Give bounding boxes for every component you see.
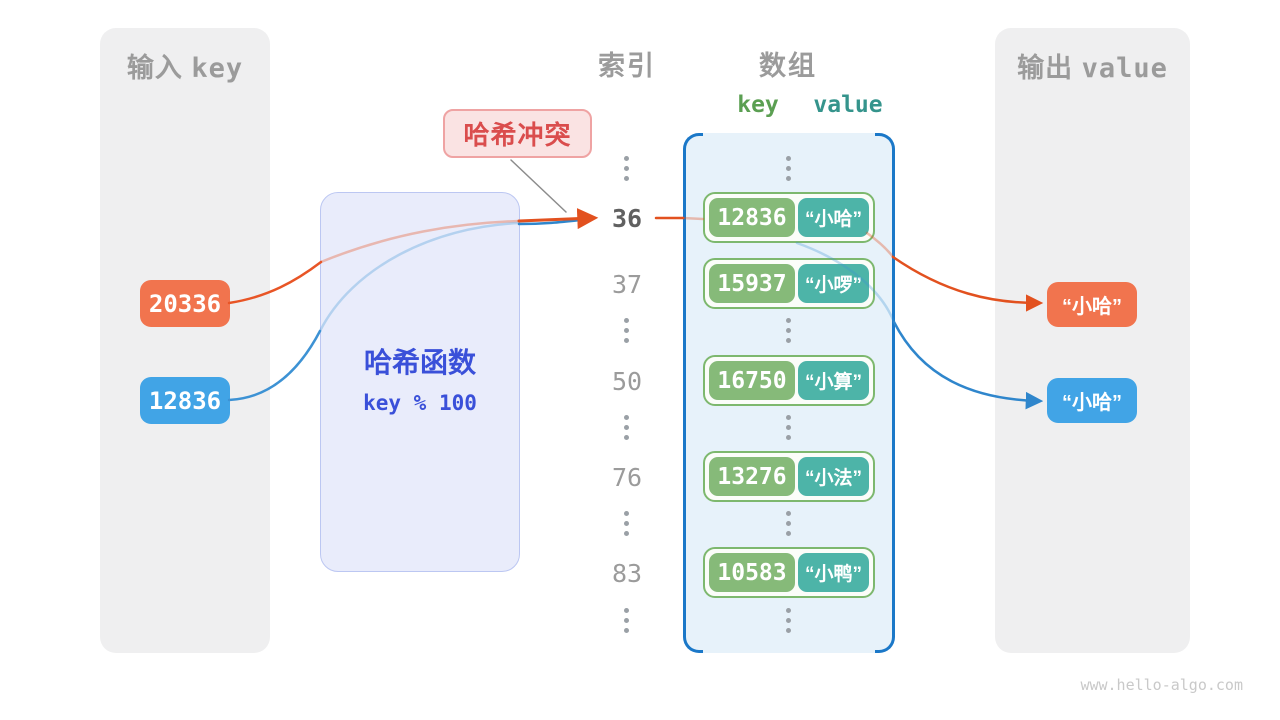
array-row-value: “小哈” (798, 198, 869, 237)
watermark: www.hello-algo.com (1080, 676, 1243, 694)
output-title-zh: 输出 (1017, 53, 1074, 83)
index-36: 36 (611, 204, 643, 233)
index-ellipsis-icon (624, 415, 629, 420)
index-37: 37 (611, 270, 643, 299)
index-83: 83 (611, 559, 643, 588)
array-row-key: 12836 (709, 198, 795, 237)
array-ellipsis-icon (786, 511, 791, 516)
output-value-blue: “小哈” (1047, 378, 1137, 423)
index-ellipsis-icon (624, 511, 629, 516)
array-row-value: “小啰” (798, 264, 869, 303)
index-ellipsis-icon (624, 156, 629, 161)
array-row: 12836 “小哈” (703, 192, 875, 243)
hash-collision-label: 哈希冲突 (443, 109, 592, 158)
array-left-bracket-icon (683, 133, 703, 653)
array-right-bracket-icon (875, 133, 895, 653)
array-ellipsis-icon (786, 156, 791, 161)
input-title-zh: 输入 (126, 53, 183, 83)
array-row: 13276 “小法” (703, 451, 875, 502)
input-key-12836: 12836 (140, 377, 230, 424)
output-value-panel: 输出 value (995, 28, 1190, 653)
output-title-en: value (1081, 53, 1168, 84)
index-column-header: 索引 (598, 51, 656, 81)
arrow-hash-to-index36 (517, 208, 599, 230)
input-title-en: key (191, 53, 244, 84)
array-row: 15937 “小啰” (703, 258, 875, 309)
array-row-key: 15937 (709, 264, 795, 303)
output-panel-title: 输出 value (995, 46, 1190, 85)
array-ellipsis-icon (786, 415, 791, 420)
index-76: 76 (611, 463, 643, 492)
output-value-orange: “小哈” (1047, 282, 1137, 327)
array-row-key: 16750 (709, 361, 795, 400)
array-row-key: 10583 (709, 553, 795, 592)
array-column-header: 数组 (759, 51, 817, 81)
index-ellipsis-icon (624, 318, 629, 323)
array-row-value: “小算” (798, 361, 869, 400)
array-ellipsis-icon (786, 608, 791, 613)
index-ellipsis-icon (624, 608, 629, 613)
arrow-blue-merge (517, 218, 582, 226)
index-50: 50 (611, 367, 643, 396)
input-key-20336: 20336 (140, 280, 230, 327)
hash-function-title: 哈希函数 (363, 347, 476, 378)
hash-function-formula: key % 100 (363, 391, 477, 415)
array-value-label: value (813, 92, 883, 118)
input-key-panel: 输入 key (100, 28, 270, 653)
array-row-value: “小法” (798, 457, 869, 496)
array-row-key: 13276 (709, 457, 795, 496)
hash-function-box: 哈希函数 key % 100 (320, 192, 520, 572)
input-panel-title: 输入 key (100, 46, 270, 85)
array-row: 10583 “小鸭” (703, 547, 875, 598)
array-ellipsis-icon (786, 318, 791, 323)
array-row-value: “小鸭” (798, 553, 869, 592)
array-row: 16750 “小算” (703, 355, 875, 406)
array-key-label: key (737, 92, 779, 118)
